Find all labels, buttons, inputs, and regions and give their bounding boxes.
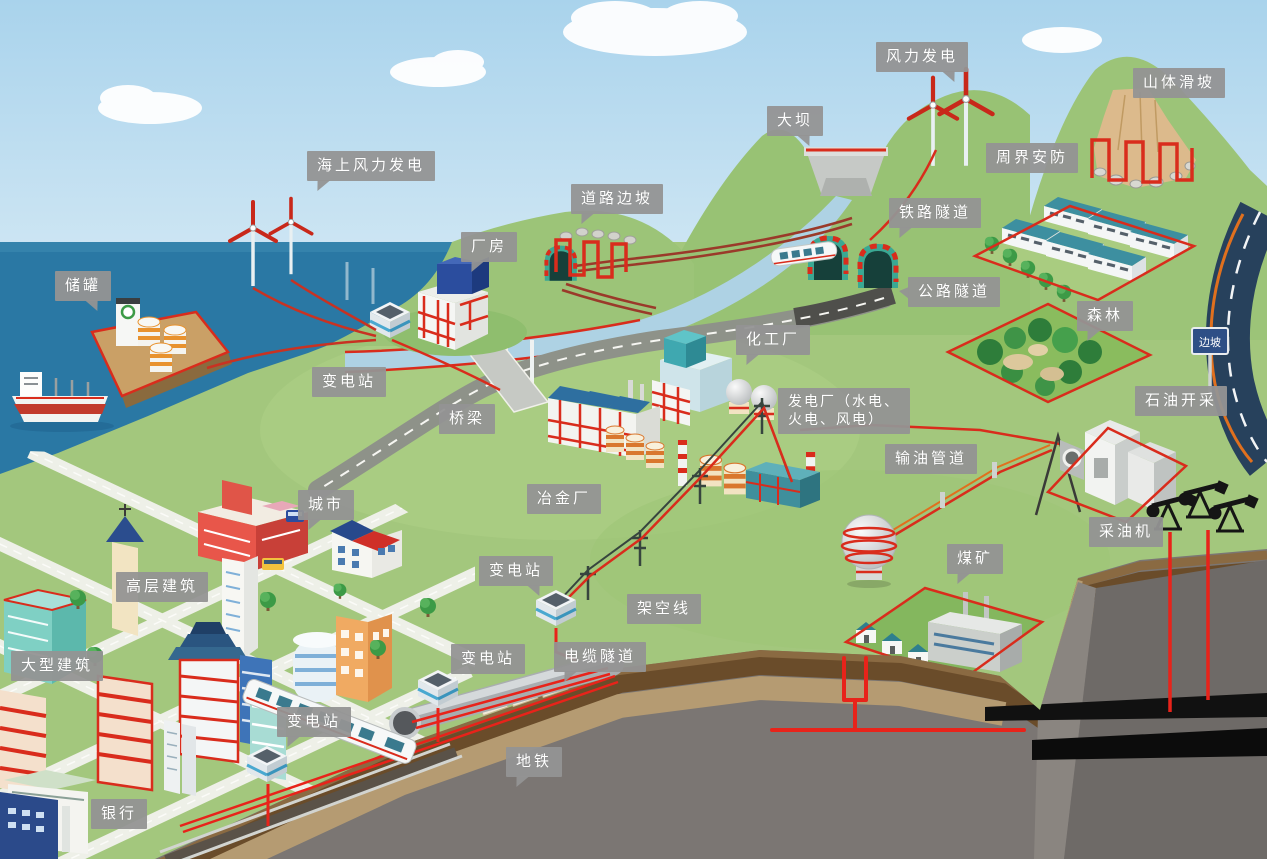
chemical-plant-illustration — [651, 330, 777, 426]
building-redroof — [330, 520, 402, 578]
overhead-line-illustration — [559, 398, 794, 605]
forest-illustration — [945, 302, 1153, 404]
highway-tunnel-portal — [858, 244, 898, 288]
road-sign: 边坡 — [1191, 327, 1229, 392]
road-slope-illustration — [554, 227, 637, 279]
underground-cross-section — [155, 530, 1267, 859]
coal-seam — [985, 693, 1267, 721]
clouds — [98, 1, 1102, 124]
city-illustration — [0, 450, 475, 859]
ship-icon — [10, 372, 114, 432]
building-orange — [336, 614, 392, 702]
factory-building-illustration — [383, 257, 527, 356]
underground-sensor-lines — [770, 656, 1026, 732]
coal-seam — [1032, 728, 1267, 760]
building-navy — [0, 792, 58, 859]
metallurgy-plant-illustration — [547, 380, 665, 469]
train-icon — [770, 241, 838, 267]
dam-illustration — [804, 147, 888, 196]
oil-extraction-illustration — [1034, 420, 1189, 524]
campus-illustration — [971, 195, 1198, 302]
building-pyramid-tower — [168, 622, 248, 764]
landslide-illustration — [1090, 88, 1196, 189]
building-mall — [198, 480, 308, 570]
railway — [561, 216, 853, 316]
building-highrise — [222, 556, 258, 658]
power-plant-illustration — [678, 440, 820, 508]
edge-road — [1205, 201, 1267, 476]
building-slim-towers — [164, 720, 196, 796]
sphere-tank-illustration — [840, 514, 898, 588]
storage-tank-illustration — [90, 298, 232, 408]
main-road — [308, 284, 896, 500]
road-sign-text: 边坡 — [1199, 336, 1221, 349]
building-cylinder — [293, 632, 341, 702]
offshore-wind-illustration — [206, 196, 501, 392]
